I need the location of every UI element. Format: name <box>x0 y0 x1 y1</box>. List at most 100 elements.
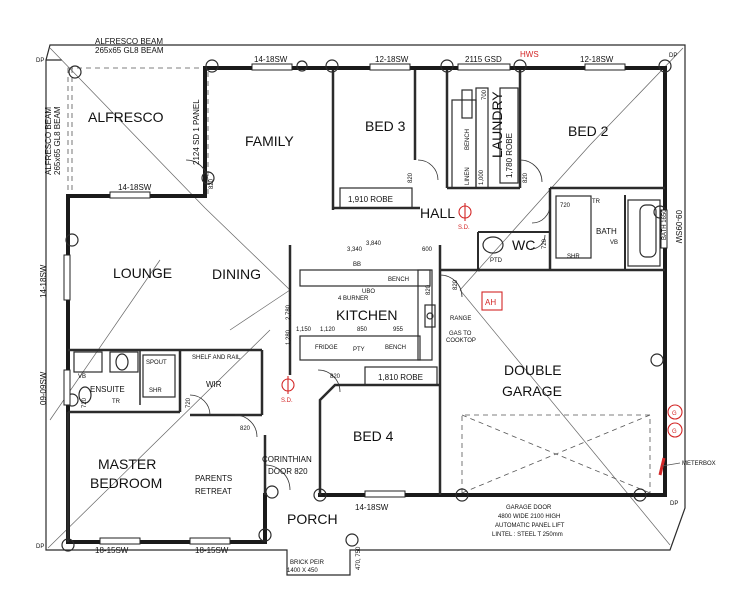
dim-label: 700 <box>482 89 488 100</box>
smoke-detector-label: S.D. <box>281 398 293 404</box>
door-size: 820 <box>330 374 341 380</box>
brick-pier-label: BRICK PEIR <box>290 560 325 566</box>
dim-label: 1,120 <box>320 327 336 333</box>
room-master-1: MASTER <box>98 456 156 472</box>
fixtures <box>78 89 657 404</box>
ubo-label: UBO <box>362 289 375 295</box>
kitchen-bench: BENCH <box>385 345 406 351</box>
garage-door-label: GARAGE DOOR <box>506 505 552 511</box>
window-code: 14-18SW <box>39 264 48 298</box>
burner-label: 4 BURNER <box>338 296 369 302</box>
bath-size: BATH 1650 <box>662 209 668 240</box>
room-alfresco: ALFRESCO <box>88 109 164 125</box>
ptd-label: PTD <box>490 258 503 264</box>
exterior-walls <box>66 66 667 544</box>
dim-label: 1,150 <box>296 327 312 333</box>
room-double-garage-1: DOUBLE <box>504 362 562 378</box>
room-wir: WIR <box>206 380 222 389</box>
spout-label: SPOUT <box>146 360 167 366</box>
room-lounge: LOUNGE <box>113 265 172 281</box>
beam-top-label-2: 265x65 GL8 BEAM <box>95 46 164 55</box>
dim-label: 3,340 <box>347 247 363 253</box>
smoke-detector-label: S.D. <box>458 225 470 231</box>
door-size: 720 <box>186 397 192 408</box>
window-code: 12-18SW <box>580 55 614 64</box>
room-double-garage-2: GARAGE <box>502 383 562 399</box>
dim-label: 2,780 <box>286 304 292 320</box>
window-code: 12-18SW <box>375 55 409 64</box>
tr-label: TR <box>112 399 121 405</box>
door-size: 820 <box>240 426 251 432</box>
shelf-rail-label: SHELF AND RAIL <box>192 355 241 361</box>
panel-door-label: 2124 SD 1 PANEL <box>192 99 201 165</box>
window-code: 09-09SW <box>39 371 48 405</box>
corinthian-label-1: CORINTHIAN <box>262 455 312 464</box>
window-code: 18-15SW <box>95 546 129 555</box>
pantry-label: PTY <box>353 347 365 353</box>
door-size: 820 <box>408 172 414 183</box>
room-porch: PORCH <box>287 511 338 527</box>
room-wc: WC <box>512 237 535 253</box>
vb-label: VB <box>78 374 86 380</box>
corinthian-label-2: DOOR 820 <box>268 467 308 476</box>
room-bed2: BED 2 <box>568 123 609 139</box>
door-swings <box>185 159 551 491</box>
window-code: 2115 GSD <box>465 55 502 64</box>
room-parents-1: PARENTS <box>195 474 232 483</box>
door-size: 820 <box>209 178 215 189</box>
door-size: 720 <box>560 203 571 209</box>
smoke-detectors <box>281 203 683 476</box>
room-parents-2: RETREAT <box>195 487 232 496</box>
window-code: 09-09SW <box>674 210 683 244</box>
interior-walls <box>66 70 665 542</box>
room-kitchen: KITCHEN <box>336 307 397 323</box>
beam-left-label-2: 265x65 GL8 BEAM <box>53 106 62 175</box>
beam-left-label-1: ALFRESCO BEAM <box>44 107 53 175</box>
bb-label: BB <box>353 262 361 268</box>
roof-outline <box>45 44 686 576</box>
dp-label: DP <box>36 58 44 64</box>
room-family: FAMILY <box>245 133 294 149</box>
gas-label: COOKTOP <box>446 338 476 344</box>
laundry-bench: BENCH <box>465 129 471 150</box>
vb-label: VB <box>610 240 618 246</box>
door-size: 820 <box>426 284 432 295</box>
garage-door-label: AUTOMATIC PANEL LIFT <box>495 523 565 529</box>
window-code: 14-18SW <box>254 55 288 64</box>
window-markers <box>63 63 668 545</box>
garage-door-label: 4800 WIDE 2100 HIGH <box>498 514 560 520</box>
dim-label: 1,280 <box>286 329 292 345</box>
tr-label: TR <box>592 199 601 205</box>
window-code: 14-18SW <box>118 183 152 192</box>
shr-label: SHR <box>149 388 162 394</box>
porch-dim: 470, 750 <box>356 546 362 570</box>
door-size: 720 <box>82 397 88 408</box>
dim-label: 1,000 <box>479 169 485 185</box>
dp-label: DP <box>670 501 678 507</box>
hws-label: HWS <box>520 50 539 59</box>
garage-door-label: LINTEL : STEEL T 250mm <box>492 532 563 538</box>
room-bed3: BED 3 <box>365 118 406 134</box>
door-size: 820 <box>453 279 459 290</box>
fridge-label: FRIDGE <box>315 345 338 351</box>
columns <box>61 59 672 552</box>
robe-bed3: 1,910 ROBE <box>348 195 393 204</box>
meterbox-label: METERBOX <box>682 461 716 467</box>
gas-meter-label: G <box>672 411 677 417</box>
window-code: 18-15SW <box>195 546 229 555</box>
linen-label: LINEN <box>465 167 471 185</box>
dim-label: 600 <box>422 247 433 253</box>
room-bed4: BED 4 <box>353 428 394 444</box>
room-dining: DINING <box>212 266 261 282</box>
alfresco-area <box>67 67 209 197</box>
window-code: 14-18SW <box>355 503 389 512</box>
dp-label: DP <box>36 544 44 550</box>
room-master-2: BEDROOM <box>90 475 162 491</box>
robe-bed4: 1,810 ROBE <box>378 373 423 382</box>
room-bath: BATH <box>596 227 617 236</box>
range-label: RANGE <box>450 316 471 322</box>
beam-top-label-1: ALFRESCO BEAM <box>95 37 163 46</box>
dim-label: 850 <box>357 327 368 333</box>
kitchen-bench: BENCH <box>388 277 409 283</box>
